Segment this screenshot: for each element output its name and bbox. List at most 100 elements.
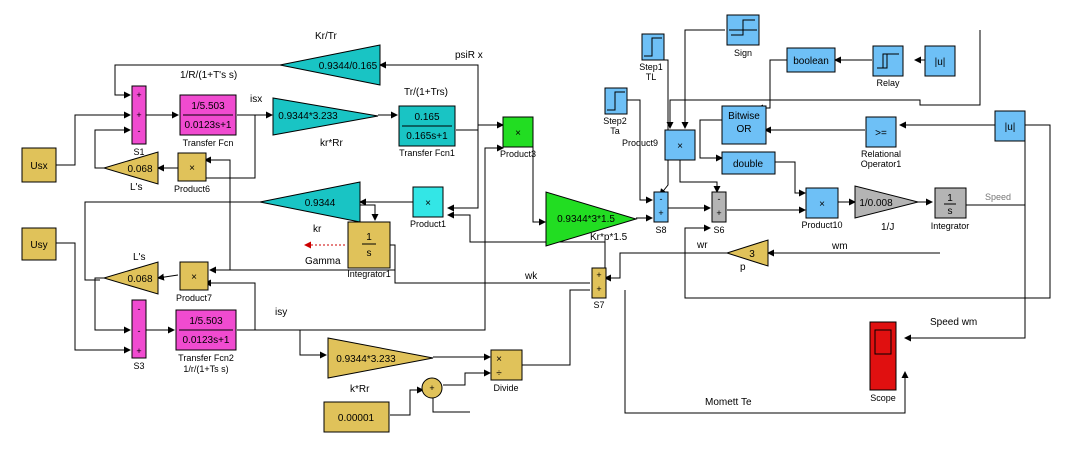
- svg-text:1: 1: [366, 232, 372, 243]
- svg-text:wr: wr: [696, 240, 708, 251]
- svg-text:|u|: |u|: [935, 57, 946, 68]
- svg-text:Usy: Usy: [30, 240, 47, 251]
- svg-text:×: ×: [677, 141, 683, 152]
- divide-block[interactable]: × ÷ Divide: [490, 349, 523, 393]
- svg-text:Kr/Tr: Kr/Tr: [315, 31, 338, 42]
- relay-block[interactable]: Relay: [872, 45, 904, 88]
- abs-block-right[interactable]: |u|: [994, 110, 1026, 142]
- integrator1-block[interactable]: 1 s Integrator1: [347, 221, 391, 279]
- svg-text:Product6: Product6: [174, 184, 210, 194]
- svg-text:Kr*p*1.5: Kr*p*1.5: [590, 232, 628, 243]
- svg-text:Sign: Sign: [734, 48, 752, 58]
- svg-text:Product3: Product3: [500, 149, 536, 159]
- svg-text:+: +: [716, 208, 721, 218]
- product9-block[interactable]: × Product9: [622, 129, 696, 161]
- product10-block[interactable]: × Product10: [801, 187, 843, 230]
- svg-text:-: -: [138, 304, 141, 314]
- svg-text:1: 1: [947, 193, 953, 204]
- svg-text:>=: >=: [875, 128, 887, 139]
- product1-block[interactable]: × Product1: [410, 186, 446, 229]
- sum-circle-block[interactable]: +: [421, 377, 443, 399]
- product3-block[interactable]: × Product3: [500, 116, 536, 159]
- svg-text:÷: ÷: [496, 368, 502, 379]
- usx-block[interactable]: Usx: [21, 147, 57, 183]
- svg-text:s: s: [948, 206, 953, 217]
- boolean-block[interactable]: boolean: [786, 47, 836, 73]
- svg-text:S7: S7: [593, 300, 604, 310]
- svg-text:1/5.503: 1/5.503: [191, 101, 225, 112]
- svg-text:0.068: 0.068: [127, 164, 152, 175]
- svg-text:0.9344*3.233: 0.9344*3.233: [336, 354, 396, 365]
- product7-block[interactable]: × Product7: [176, 261, 212, 303]
- transfer-fcn-block[interactable]: 1/5.503 0.0123s+1 Transfer Fcn: [179, 94, 237, 148]
- svg-text:isx: isx: [250, 94, 262, 105]
- bitwise-or-block[interactable]: Bitwise OR: [721, 105, 767, 145]
- svg-text:Speed wm: Speed wm: [930, 317, 977, 328]
- svg-text:Product9: Product9: [622, 138, 658, 148]
- sum-s6-block[interactable]: - + S6: [711, 191, 727, 235]
- double-block[interactable]: double: [721, 151, 776, 175]
- svg-text:Tr/(1+Trs): Tr/(1+Trs): [404, 87, 448, 98]
- svg-text:0.9344*3.233: 0.9344*3.233: [278, 111, 338, 122]
- svg-text:double: double: [733, 159, 763, 170]
- svg-text:1/J: 1/J: [881, 222, 894, 233]
- svg-text:Gamma: Gamma: [305, 256, 341, 267]
- svg-text:+: +: [596, 270, 601, 280]
- svg-text:3: 3: [749, 249, 755, 260]
- svg-text:Integrator1: Integrator1: [347, 269, 391, 279]
- signal-labels: Kr/Tr psiR x 1/R/(1+T's s) Tr/(1+Trs) is…: [130, 31, 1011, 408]
- sum-s3-block[interactable]: - - + S3: [131, 299, 147, 371]
- svg-text:S6: S6: [713, 225, 724, 235]
- svg-text:1/0.008: 1/0.008: [859, 198, 893, 209]
- transfer-fcn2-block[interactable]: 1/5.503 0.0123s+1 Transfer Fcn2 1/r/(1+T…: [175, 309, 237, 374]
- transfer-fcn1-block[interactable]: 0.165 0.165s+1 Transfer Fcn1: [398, 105, 456, 158]
- abs-block-top[interactable]: |u|: [924, 45, 956, 77]
- svg-text:-: -: [660, 194, 663, 204]
- gain-krp-block[interactable]: 0.9344*3*1.5: [545, 191, 638, 247]
- svg-text:0.068: 0.068: [127, 274, 152, 285]
- scope-block[interactable]: Scope: [869, 321, 897, 403]
- svg-text:Transfer Fcn: Transfer Fcn: [183, 138, 234, 148]
- relational-operator-block[interactable]: >= Relational Operator1: [861, 116, 902, 169]
- gain-ls-block[interactable]: 0.068: [102, 151, 159, 185]
- signal-lines: [56, 29, 1051, 416]
- step2-block[interactable]: Step2 Ta: [603, 87, 628, 136]
- gain-j-block[interactable]: 1/0.008: [854, 185, 919, 219]
- svg-text:TL: TL: [646, 72, 657, 82]
- svg-text:+: +: [596, 284, 601, 294]
- svg-text:+: +: [136, 90, 141, 100]
- sign-block[interactable]: Sign: [726, 14, 760, 58]
- svg-text:OR: OR: [737, 124, 752, 135]
- svg-text:×: ×: [189, 163, 195, 174]
- svg-text:Transfer Fcn2: Transfer Fcn2: [178, 353, 234, 363]
- gain-ls2-block[interactable]: 0.068: [102, 261, 159, 295]
- svg-text:wk: wk: [524, 271, 538, 282]
- gain-kr-block[interactable]: 0.9344: [259, 181, 361, 223]
- sum-s1-block[interactable]: + + - S1: [131, 85, 147, 157]
- svg-text:-: -: [718, 194, 721, 204]
- svg-text:L's: L's: [130, 182, 142, 193]
- step1-block[interactable]: Step1 TL: [639, 33, 665, 82]
- svg-text:0.0123s+1: 0.0123s+1: [185, 120, 232, 131]
- usy-block[interactable]: Usy: [21, 227, 57, 261]
- gain-p-block[interactable]: 3: [725, 239, 769, 267]
- constant-block[interactable]: 0.00001: [323, 401, 390, 433]
- svg-text:1/R/(1+T's s): 1/R/(1+T's s): [180, 70, 237, 81]
- svg-text:0.165: 0.165: [414, 112, 439, 123]
- gain-kr-tr-block[interactable]: 0.9344/0.165: [279, 44, 381, 86]
- svg-text:Ta: Ta: [610, 126, 620, 136]
- svg-text:Integrator: Integrator: [931, 221, 970, 231]
- svg-text:-: -: [138, 326, 141, 336]
- gain-kr-rr2-block[interactable]: 0.9344*3.233: [327, 337, 434, 379]
- gain-kr-rr-block[interactable]: 0.9344*3.233: [272, 97, 379, 136]
- svg-text:Product1: Product1: [410, 219, 446, 229]
- sum-s7-block[interactable]: + + S7: [591, 267, 607, 310]
- svg-text:p: p: [740, 262, 746, 273]
- svg-text:1/r/(1+Ts s): 1/r/(1+Ts s): [183, 364, 228, 374]
- product6-block[interactable]: × Product6: [174, 152, 210, 194]
- svg-text:wm: wm: [831, 241, 848, 252]
- sum-s8-block[interactable]: - + S8: [653, 191, 669, 235]
- integrator-block[interactable]: 1 s Integrator: [931, 187, 970, 231]
- svg-text:+: +: [136, 346, 141, 356]
